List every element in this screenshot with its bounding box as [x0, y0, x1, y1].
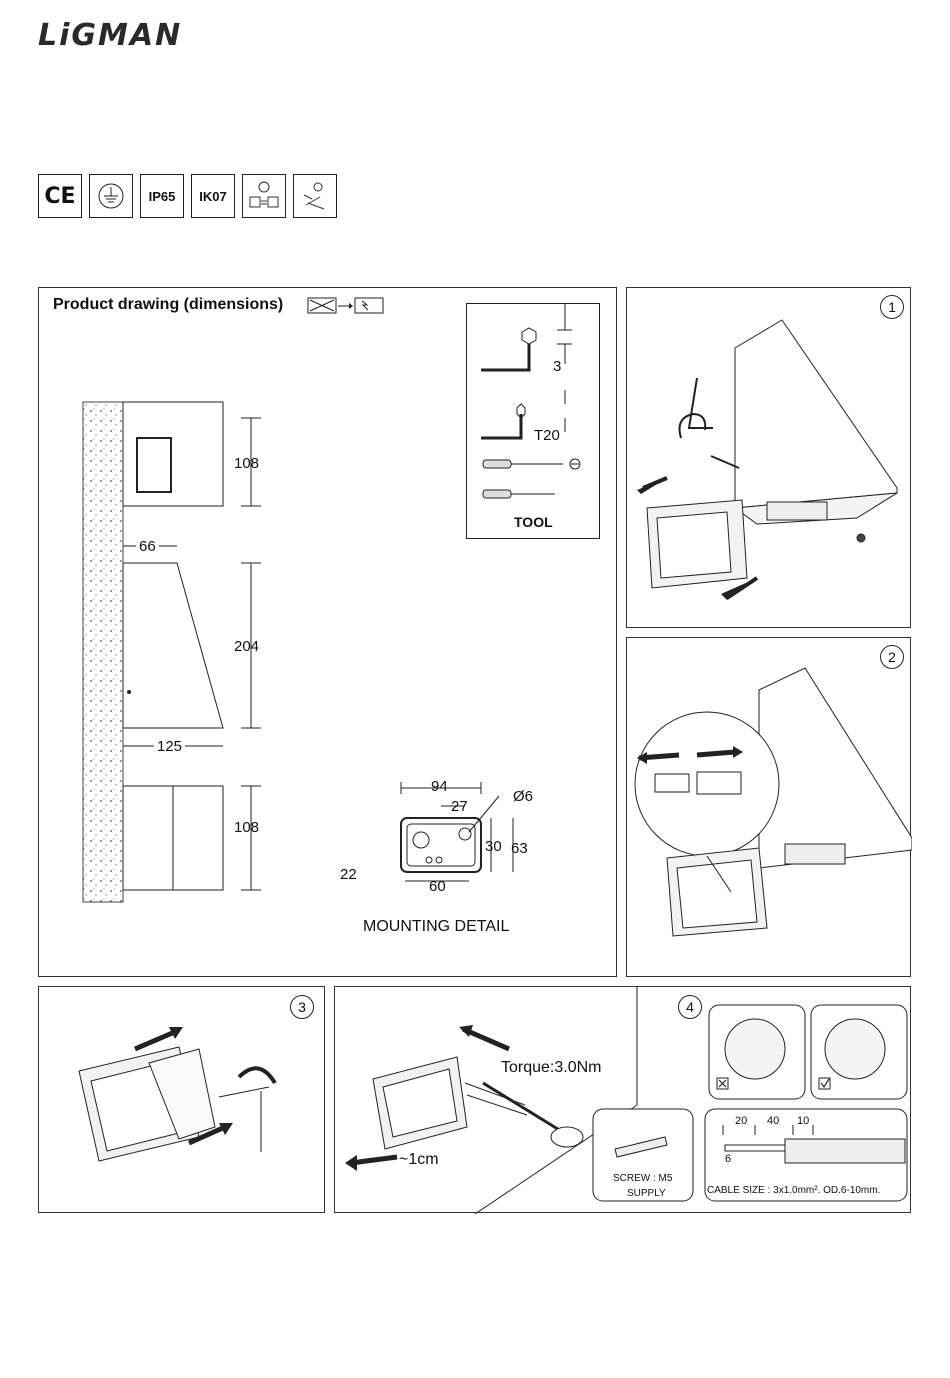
- screw-supply-label: SUPPLY: [627, 1188, 666, 1199]
- dim-height-top: 108: [234, 455, 259, 472]
- ik-badge: IK07: [191, 174, 235, 218]
- tool-torx-size: T20: [534, 427, 560, 444]
- mounting-icon: [293, 174, 337, 218]
- step-2-number: 2: [880, 645, 904, 669]
- tool-label: TOOL: [514, 514, 553, 530]
- tool-hex-size: 3: [553, 358, 561, 375]
- ce-badge: CE: [38, 174, 82, 218]
- mounting-detail-label: MOUNTING DETAIL: [363, 918, 509, 936]
- dim-projection: 125: [154, 738, 185, 755]
- drawing-title-icon: [307, 296, 387, 316]
- screw-spec-label: SCREW : M5: [613, 1173, 672, 1184]
- tool-box: 3 T20 TOOL: [466, 303, 600, 539]
- mount-height-outer: 63: [511, 840, 528, 857]
- strip-dim-b: 40: [767, 1115, 779, 1127]
- torque-label: Torque:3.0Nm: [501, 1059, 602, 1077]
- lamp-side-view: [123, 563, 223, 728]
- step-1-number: 1: [880, 295, 904, 319]
- strip-dim-c: 10: [797, 1115, 809, 1127]
- product-drawing-panel: Product drawing (dimensions) 108: [38, 287, 617, 977]
- strip-dim-d: 6: [725, 1153, 731, 1165]
- step-3-number: 3: [290, 995, 314, 1019]
- step-4-number: 4: [678, 995, 702, 1019]
- brand-logo: LiGMAN: [38, 18, 182, 53]
- dim-depth: 66: [136, 538, 159, 555]
- step-3-panel: 3: [38, 986, 325, 1213]
- certification-badges: CE IP65 IK07: [38, 174, 337, 218]
- step-1-panel: 1: [626, 287, 911, 628]
- mount-height-inner: 30: [485, 838, 502, 855]
- dim-height-bottom: 108: [234, 819, 259, 836]
- earth-icon: [89, 174, 133, 218]
- mount-base: 60: [429, 878, 446, 895]
- wall: [83, 402, 123, 902]
- through-wiring-icon: [242, 174, 286, 218]
- step-2-panel: 2: [626, 637, 911, 977]
- mount-inner: 27: [451, 798, 468, 815]
- drawing-title: Product drawing (dimensions): [53, 296, 283, 314]
- ip-badge: IP65: [140, 174, 184, 218]
- cable-size-label: CABLE SIZE : 3x1.0mm². OD.6-10mm.: [707, 1185, 880, 1196]
- mount-offset: 22: [340, 866, 357, 883]
- dim-height-mid: 204: [234, 638, 259, 655]
- mount-hole: Ø6: [513, 788, 533, 805]
- mount-width: 94: [431, 778, 448, 795]
- strip-length-label: ~1cm: [399, 1151, 439, 1169]
- step-4-panel: 4 Torque:3.0Nm ~1cm: [334, 986, 911, 1213]
- strip-dim-a: 20: [735, 1115, 747, 1127]
